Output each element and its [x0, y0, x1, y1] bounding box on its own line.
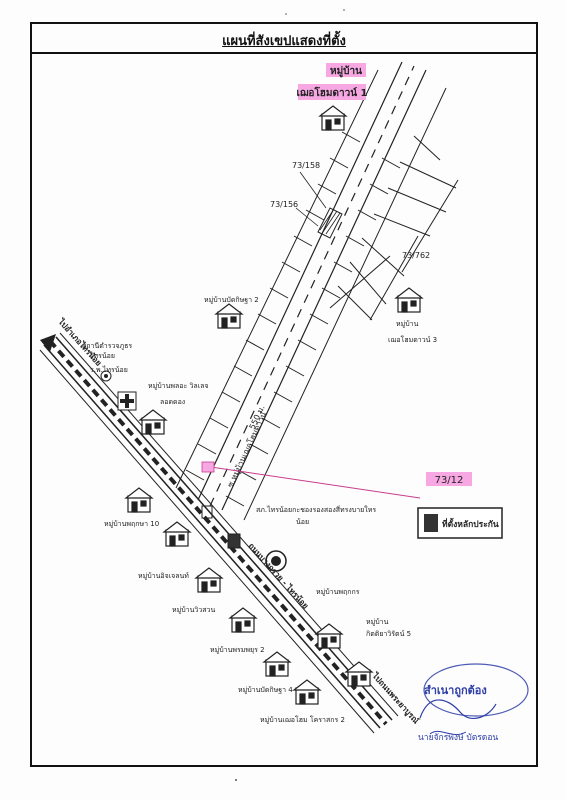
office-emblem-icon [265, 550, 287, 572]
certification-stamp: สำเนาถูกต้อง นายจักรพงษ์ บัตรดอน [418, 663, 529, 743]
village-label: ลอดดอง [160, 398, 185, 406]
map-frame: แผนที่สังเขปแสดงที่ตั้ง [30, 22, 538, 767]
police-marker-icon [100, 370, 112, 382]
village-label: หมู่บ้าน [366, 618, 389, 626]
village-label: หมู่บ้านวิวสวน [172, 606, 215, 614]
plot-lines-west [185, 131, 361, 481]
village-label: หมู่บ้านพลอะ วิลเลจ [148, 382, 208, 390]
house-icon [344, 661, 374, 687]
village-label: หมู่บ้านพฤกษา 10 [104, 520, 159, 528]
location-pointer [201, 461, 421, 499]
landmark-label: สภ.ไทรน้อยกะชองรองสองสี่ทรงบายใหร [256, 505, 376, 514]
subject-parcel [317, 207, 343, 239]
house-icons [124, 105, 424, 705]
legend: ที่ตั้งหลักประกัน [417, 507, 503, 539]
house-icon [228, 607, 258, 633]
house-icon [194, 567, 224, 593]
branch-roads [329, 135, 459, 321]
landmark-label: น้อย [296, 518, 309, 526]
landmark-label: ร.พ.ไทรน้อย [90, 365, 128, 374]
house-icon [162, 521, 192, 547]
title-bar: แผนที่สังเขปแสดงที่ตั้ง [32, 24, 536, 54]
house-icon [138, 409, 168, 435]
landmark-label: ไทรน้อย [89, 351, 115, 360]
entrance-parcel [201, 505, 241, 549]
soi-label: ซ.หมู่บ้านเฌอโฮมดาวน์ [225, 410, 270, 489]
village-label: กิตติยาวิรัตน์ 5 [366, 630, 411, 638]
parcel-label-2: 73/156 [270, 200, 298, 209]
parcel-highlight-box [426, 472, 472, 486]
village-label: หมู่บ้านพรมพยุร 2 [210, 646, 265, 654]
house-icon [318, 105, 348, 131]
highlight-line-2: เฌอโฮมดาวน์ 1 [296, 86, 367, 99]
stamp-line-1: สำเนาถูกต้อง [424, 684, 487, 698]
highlight-line-1: หมู่บ้าน [330, 65, 362, 78]
village-label: หมู่บ้านอิจเจลนท์ [138, 572, 189, 580]
map-title: แผนที่สังเขปแสดงที่ตั้ง [222, 34, 346, 49]
village-label: เฌอโฮมดาวน์ 3 [388, 335, 437, 344]
legend-label: ที่ตั้งหลักประกัน [442, 517, 499, 530]
house-icon [314, 623, 344, 649]
village-label: หมู่บ้านบัดกิษฐา 2 [204, 296, 259, 304]
parcel-label-4: 73/12 [435, 475, 464, 486]
highlight-box-2 [298, 84, 366, 100]
legend-swatch [424, 514, 438, 532]
house-icon [262, 651, 292, 677]
stamp-line-2: นายจักรพงษ์ บัตรดอน [418, 732, 498, 743]
soi-road [175, 61, 447, 521]
village-label: หมู่บ้านเฌอโฮม โคราสกร 2 [260, 715, 345, 724]
road-end-arrow-top [40, 334, 56, 352]
landmark-label: สถานีตำรวจภูธร [82, 342, 132, 350]
village-label: หมู่บ้านพฤกกร [316, 588, 360, 596]
house-icon [394, 287, 424, 313]
parcel-label-1: 73/158 [292, 161, 320, 170]
road-label-bottom: ไปถนนพระยาบูรณ์ [369, 670, 422, 727]
highlight-box-1 [326, 63, 366, 77]
house-icon [124, 487, 154, 513]
main-road [39, 332, 399, 734]
village-label: หมู่บ้าน [396, 320, 419, 328]
hospital-cross-icon [117, 391, 137, 411]
house-icon [292, 679, 322, 705]
parcel-label-3: 73/762 [402, 251, 430, 260]
plot-lines-east [225, 157, 401, 507]
village-label: หมู่บ้านบัดกิษฐา 4 [238, 686, 293, 694]
house-icon [214, 303, 244, 329]
